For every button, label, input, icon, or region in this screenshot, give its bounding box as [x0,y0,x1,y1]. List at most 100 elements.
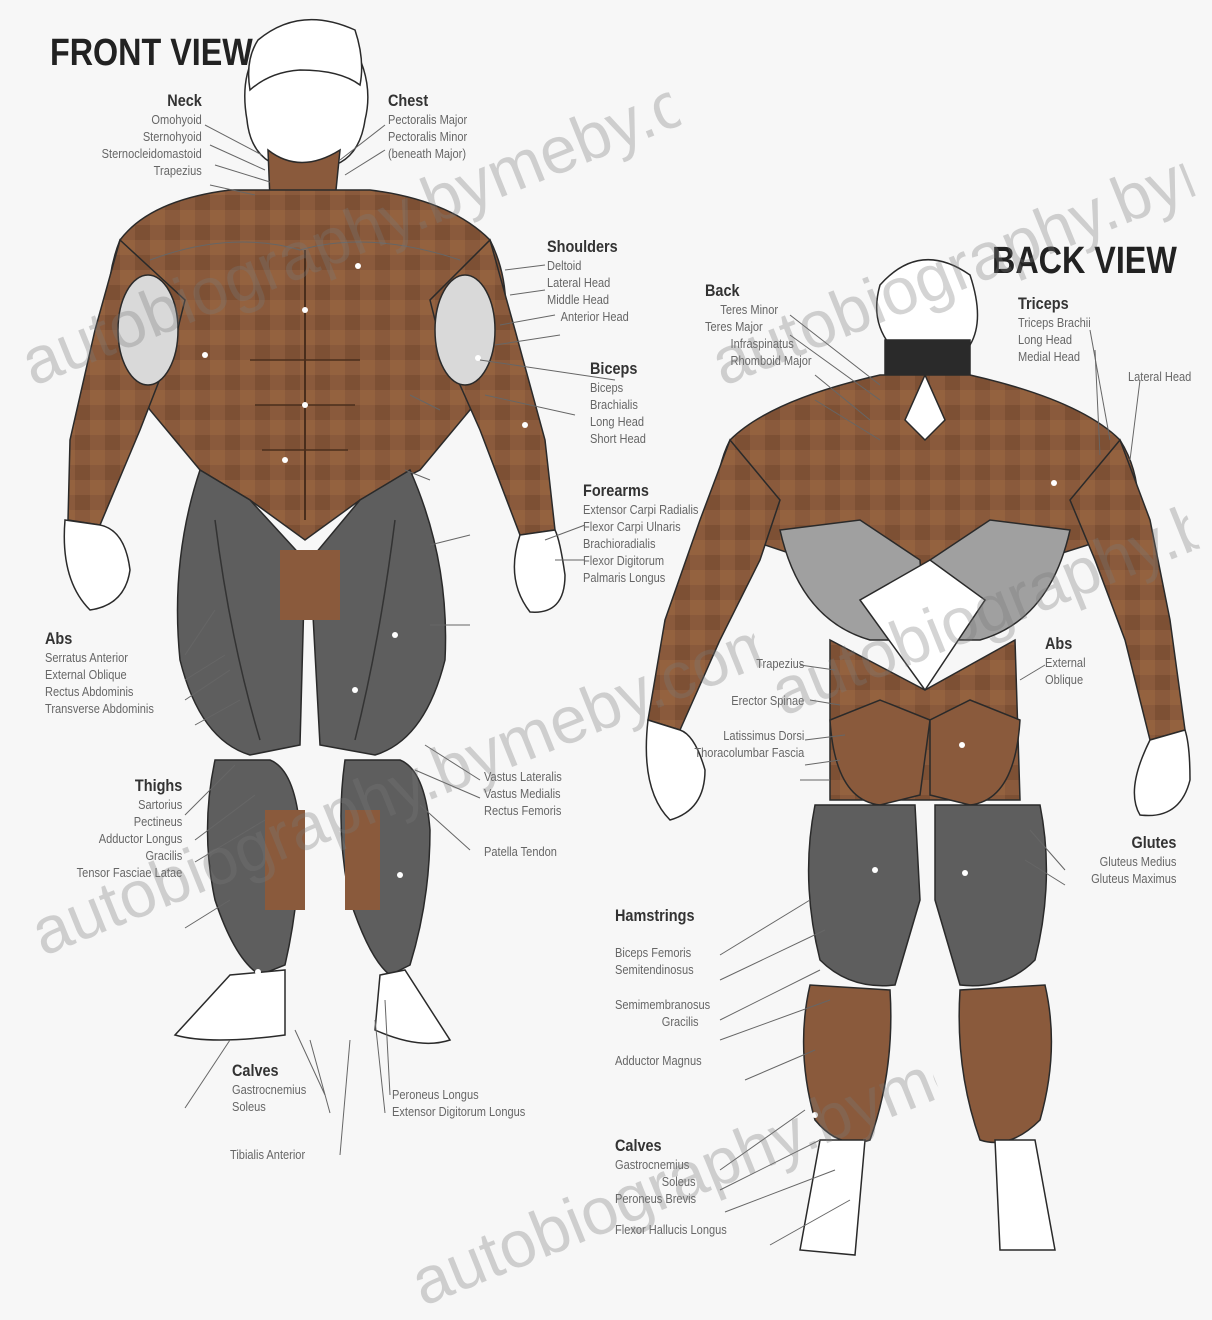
muscle-label: Gracilis [76,847,182,864]
muscle-label: Biceps [590,379,646,396]
back-right-hand [1134,730,1190,816]
back-left-foot [800,1140,865,1255]
muscle-label: (beneath Major) [388,145,467,162]
group-heading: Glutes [1091,832,1176,853]
muscle-label: Long Head [1018,331,1091,348]
front-group-chest: Chest Pectoralis Major Pectoralis Minor … [388,90,467,162]
group-heading: Biceps [590,358,646,379]
muscle-label: Vastus Lateralis [484,768,562,785]
back-group-triceps: Triceps Triceps Brachii Long Head Medial… [1018,293,1091,365]
muscle-label: Extensor Carpi Radialis [583,501,698,518]
muscle-label: Sternocleidomastoid [102,145,202,162]
front-group-calves-right: Peroneus Longus Extensor Digitorum Longu… [392,1086,525,1120]
front-group-forearms: Forearms Extensor Carpi Radialis Flexor … [583,480,698,586]
muscle-label: Tensor Fasciae Latae [76,864,182,881]
muscle-label: Peroneus Longus [392,1086,525,1103]
muscle-label: Gluteus Maximus [1091,870,1176,887]
back-right-foot [995,1140,1055,1250]
back-group-triceps-lateral: Lateral Head [1128,368,1191,385]
muscle-label: Soleus [232,1098,306,1115]
back-right-calf [959,985,1051,1143]
front-group-biceps: Biceps Biceps Brachialis Long Head Short… [590,358,646,447]
muscle-label: Semimembranosus [615,996,710,1013]
group-heading: Forearms [583,480,698,501]
muscle-label: Latissimus Dorsi [694,727,804,744]
back-right-hamstring [935,805,1046,986]
muscle-label: Extensor Digitorum Longus [392,1103,525,1120]
group-heading: Back [705,280,812,301]
muscle-label: Anterior Head [561,308,629,325]
muscle-label: Lateral Head [547,274,629,291]
group-heading: Chest [388,90,467,111]
muscle-label: Adductor Magnus [615,1052,710,1069]
back-right-arm [1070,440,1185,740]
back-group-calves: Calves Gastrocnemius Soleus Peroneus Bre… [615,1135,727,1238]
back-group-abs: Abs External Oblique [1045,633,1086,688]
muscle-label: Pectoralis Minor [388,128,467,145]
muscle-label: Tibialis Anterior [230,1146,305,1163]
muscle-label: Sternohyoid [102,128,202,145]
muscle-label: Short Head [590,430,646,447]
back-left-calf [804,985,891,1143]
muscle-label: Transverse Abdominis [45,700,154,717]
muscle-label: Flexor Hallucis Longus [615,1221,727,1238]
group-heading: Abs [1045,633,1086,654]
muscle-figures [0,0,1212,1283]
muscle-label: Triceps Brachii [1018,314,1091,331]
muscle-label: Semitendinosus [615,961,710,978]
muscle-label: Sartorius [76,796,182,813]
front-right-hand [514,530,565,612]
muscle-label: Rectus Femoris [484,802,562,819]
muscle-label: Medial Head [1018,348,1091,365]
front-group-tibialis: Tibialis Anterior [230,1146,305,1163]
front-group-quadriceps: Vastus Lateralis Vastus Medialis Rectus … [484,768,562,860]
muscle-label: Teres Major [705,318,812,335]
muscle-label: Vastus Medialis [484,785,562,802]
muscle-label: Middle Head [547,291,629,308]
group-heading: Calves [232,1060,306,1081]
group-heading: Neck [102,90,202,111]
front-view-title: FRONT VIEW [50,32,253,75]
muscle-label: Pectineus [76,813,182,830]
muscle-label: Long Head [590,413,646,430]
muscle-label: Brachialis [590,396,646,413]
back-group-lower-back: Trapezius Erector Spinae Latissimus Dors… [694,655,804,761]
front-group-shoulders: Shoulders Deltoid Lateral Head Middle He… [547,236,629,325]
muscle-label: External [1045,654,1086,671]
front-group-thighs: Thighs Sartorius Pectineus Adductor Long… [76,775,182,881]
muscle-label: Rectus Abdominis [45,683,154,700]
muscle-label: Brachioradialis [583,535,698,552]
back-group-back: Back Teres Minor Teres Major Infraspinat… [705,280,812,369]
muscle-label: Deltoid [547,257,629,274]
muscle-label: Teres Minor [720,301,811,318]
muscle-label: Serratus Anterior [45,649,154,666]
front-group-calves: Calves Gastrocnemius Soleus [232,1060,306,1115]
muscle-label: Patella Tendon [484,843,562,860]
muscle-label: External Oblique [45,666,154,683]
front-left-foot [175,970,285,1040]
muscle-label: Trapezius [102,162,202,179]
back-group-glutes: Glutes Gluteus Medius Gluteus Maximus [1091,832,1176,887]
group-heading: Shoulders [547,236,629,257]
muscle-label: Oblique [1045,671,1086,688]
muscle-label: Gracilis [662,1013,710,1030]
group-heading: Thighs [76,775,182,796]
muscle-label: Biceps Femoris [615,944,710,961]
back-left-hamstring [809,805,920,986]
muscle-label: Rhomboid Major [731,352,812,369]
back-view-title: BACK VIEW [992,240,1177,283]
muscle-label: Flexor Digitorum [583,552,698,569]
front-left-hand [64,520,130,610]
muscle-label: Infraspinatus [731,335,812,352]
anatomy-chart: FRONT VIEW BACK VIEW Neck Omohyoid Stern… [0,0,1212,1283]
group-heading: Calves [615,1135,727,1156]
group-heading: Hamstrings [615,905,710,926]
front-group-abs: Abs Serratus Anterior External Oblique R… [45,628,154,717]
muscle-label: Peroneus Brevis [615,1190,727,1207]
muscle-label: Adductor Longus [76,830,182,847]
group-heading: Abs [45,628,154,649]
back-head [877,260,978,345]
muscle-label: Soleus [662,1173,727,1190]
muscle-label: Gluteus Medius [1091,853,1176,870]
muscle-label: Trapezius [694,655,804,672]
